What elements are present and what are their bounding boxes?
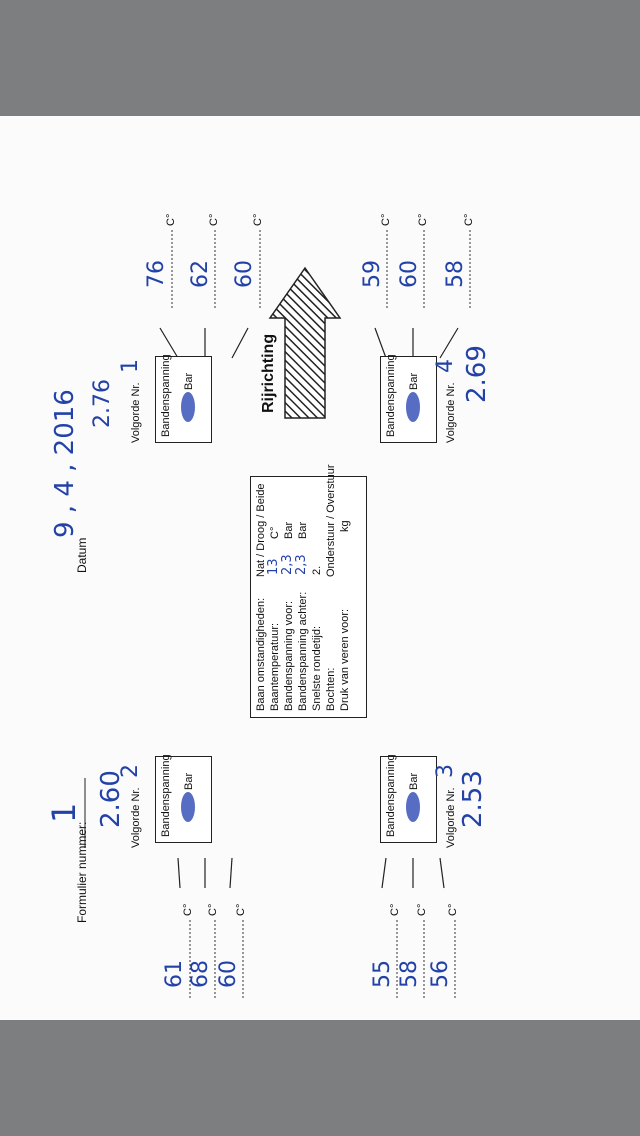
condition-unit: Bar [283, 521, 295, 539]
order-value: 1 [118, 359, 143, 373]
temp-unit: C° [447, 903, 459, 916]
temp-unit: C° [463, 213, 475, 226]
temp-unit: C° [252, 213, 264, 226]
unit-label: Bar [408, 372, 420, 390]
form-number-label: Formulier nummer: [75, 821, 89, 923]
condition-label: Baan omstandigheden: [255, 597, 267, 711]
condition-value: 2,3 [280, 554, 295, 575]
temp-unit: C° [207, 903, 219, 916]
condition-value: 2. [311, 565, 323, 575]
tire-box-title: Bandenspanning [160, 354, 172, 437]
tire-box-title: Bandenspanning [385, 754, 397, 837]
temp-value: 56 [428, 960, 453, 988]
tire-box-front-left: Bandenspanning Bar [155, 754, 212, 843]
temp-value: 60 [232, 260, 257, 288]
direction-arrow [268, 266, 342, 419]
pressure-value: 2.76 [90, 379, 115, 428]
condition-label: Bandenspanning achter: [297, 591, 309, 711]
scribble-mark [406, 792, 420, 822]
arrow-line [439, 857, 445, 889]
order-label: Volgorde Nr. [130, 787, 142, 848]
unit-label: Bar [183, 772, 195, 790]
arrow-line [159, 327, 179, 359]
tire-box-rear-right: Bandenspanning Bar [380, 354, 437, 443]
order-value: 3 [433, 764, 458, 778]
condition-unit: C° [269, 526, 281, 539]
temp-unit: C° [235, 903, 247, 916]
conditions-box: Baan omstandigheden: Nat / Droog / Beide… [250, 465, 367, 718]
pressure-value: 2.60 [96, 770, 126, 828]
condition-unit: kg [339, 520, 351, 532]
temp-value: 62 [188, 260, 213, 288]
arrow-line [374, 327, 387, 359]
pressure-value: 2.53 [458, 770, 488, 828]
temp-unit: C° [380, 213, 392, 226]
tire-sheet-rotated: Formulier nummer: 1 Datum 9 , 4 , 2016 V… [0, 118, 640, 1018]
temp-value: 61 [162, 960, 187, 988]
order-value: 4 [433, 359, 458, 373]
temp-unit: C° [182, 903, 194, 916]
condition-label: Druk van veren voor: [339, 608, 351, 711]
temp-value: 59 [360, 260, 385, 288]
temp-unit: C° [208, 213, 220, 226]
arrow-line [231, 327, 249, 359]
tire-box-title: Bandenspanning [385, 354, 397, 437]
temp-unit: C° [416, 903, 428, 916]
order-label: Volgorde Nr. [130, 382, 142, 443]
form-number-value: 1 [45, 802, 83, 823]
tire-box-title: Bandenspanning [160, 754, 172, 837]
order-label: Volgorde Nr. [445, 787, 457, 848]
direction-label: Rijrichting [260, 333, 277, 413]
condition-label: Bandenspanning voor: [283, 600, 295, 711]
date-value: 9 , 4 , 2016 [50, 389, 80, 538]
scribble-mark [406, 392, 420, 422]
condition-unit: Bar [297, 521, 309, 539]
arrow-line [381, 857, 387, 889]
condition-value: 13 [266, 558, 281, 575]
tire-box-front-right: Bandenspanning Bar [155, 354, 212, 443]
arrow-line [177, 857, 181, 889]
condition-label: Snelste rondetijd: [311, 626, 323, 711]
temp-value: 55 [370, 960, 395, 988]
temp-unit: C° [165, 213, 177, 226]
tire-box-rear-left: Bandenspanning Bar [380, 754, 437, 843]
pressure-value: 2.69 [462, 345, 492, 403]
scribble-mark [181, 792, 195, 822]
temp-value: 60 [216, 960, 241, 988]
order-label: Volgorde Nr. [445, 382, 457, 443]
unit-label: Bar [183, 372, 195, 390]
arrow-line [229, 857, 233, 889]
condition-label: Baantemperatuur: [269, 622, 281, 711]
arrow-line [439, 327, 459, 359]
condition-value: 2,3 [294, 554, 309, 575]
temp-value: 60 [397, 260, 422, 288]
temp-unit: C° [417, 213, 429, 226]
temp-unit: C° [389, 903, 401, 916]
scribble-mark [181, 392, 195, 422]
date-label: Datum [75, 537, 89, 573]
condition-value: Onderstuur / Overstuur [325, 464, 337, 578]
temp-value: 76 [144, 260, 169, 288]
temp-value: 58 [397, 960, 422, 988]
scanned-form-page: Formulier nummer: 1 Datum 9 , 4 , 2016 V… [0, 116, 640, 1020]
unit-label: Bar [408, 772, 420, 790]
temp-value: 68 [188, 960, 213, 988]
condition-label: Bochten: [325, 667, 337, 711]
temp-value: 58 [443, 260, 468, 288]
